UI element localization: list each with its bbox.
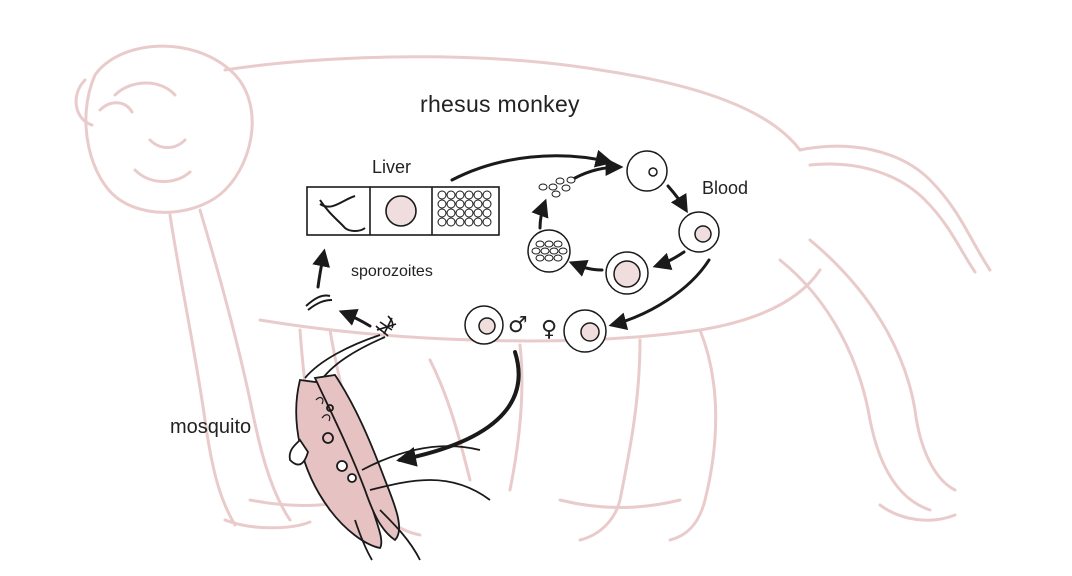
oocyst-burst-icon bbox=[376, 316, 396, 336]
sporozoite-icon bbox=[306, 295, 332, 310]
diagram-title: rhesus monkey bbox=[420, 91, 580, 118]
monkey-outline-illustration bbox=[76, 46, 990, 540]
mosquito-label: mosquito bbox=[170, 416, 251, 439]
blood-label: Blood bbox=[702, 178, 748, 199]
sporozoites-label: sporozoites bbox=[351, 263, 433, 281]
liver-stage-boxes bbox=[307, 187, 499, 235]
female-symbol-icon: ♀ bbox=[541, 317, 557, 342]
mosquito-illustration bbox=[290, 335, 490, 560]
liver-label: Liver bbox=[372, 157, 411, 178]
male-symbol-icon: ♂ bbox=[508, 313, 528, 338]
blood-cycle-cells bbox=[465, 151, 719, 352]
